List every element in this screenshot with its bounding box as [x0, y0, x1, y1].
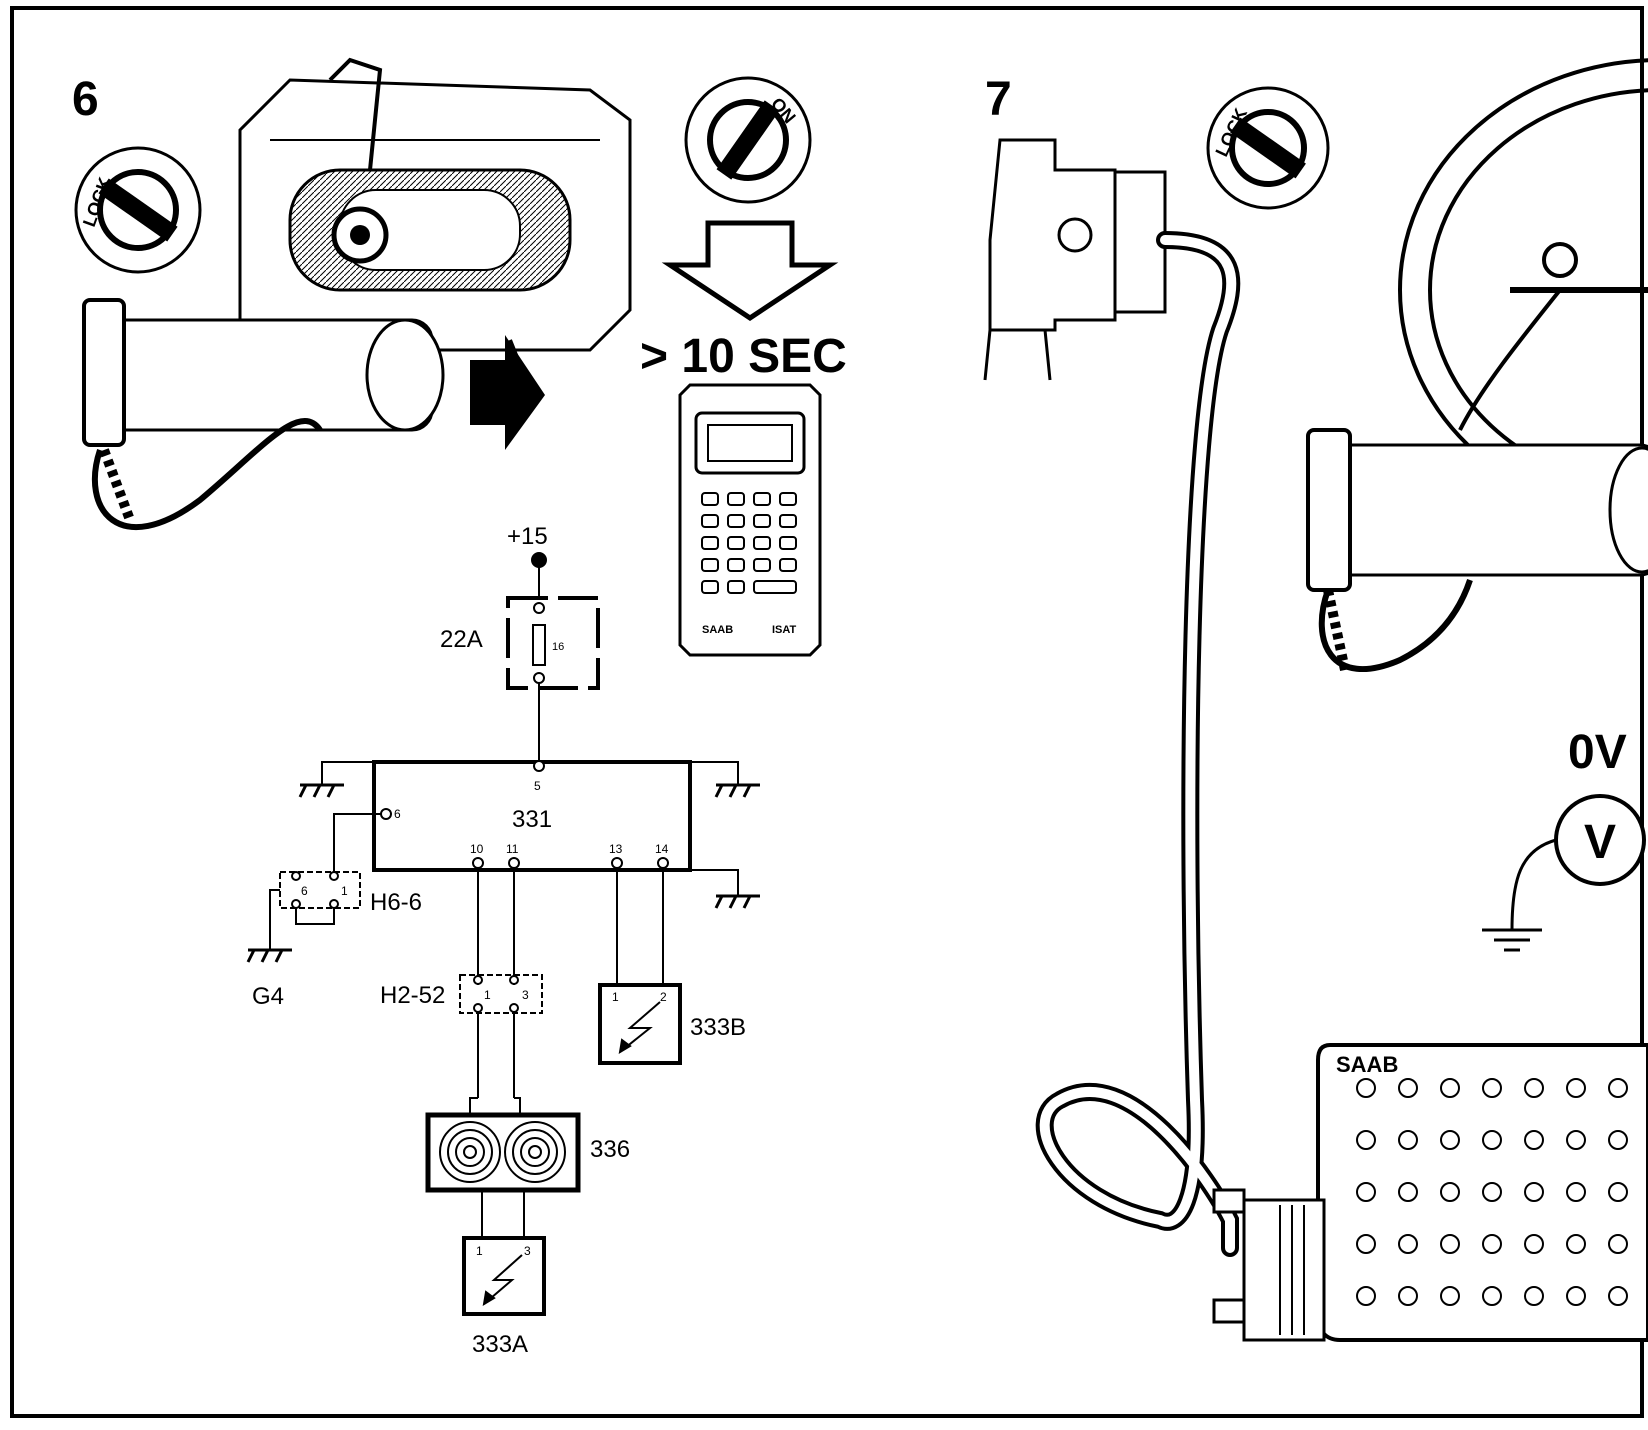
voltage-reading: 0V	[1568, 726, 1627, 779]
ground-icon	[714, 783, 760, 798]
breakout-socket	[1608, 1078, 1628, 1098]
fuse-box	[506, 596, 600, 690]
pretensioner-333a-box	[462, 1236, 546, 1316]
pretensioner-333b-box	[598, 983, 682, 1065]
breakout-socket	[1524, 1130, 1544, 1150]
step-number-6: 6	[72, 73, 99, 126]
ground-g4-icon	[246, 948, 292, 963]
tester-tube-icon	[82, 298, 445, 531]
connector-h6-6-box	[279, 871, 361, 909]
svg-text:V: V	[1584, 816, 1616, 869]
breakout-socket	[1482, 1130, 1502, 1150]
breakout-socket	[1440, 1286, 1460, 1306]
pin-label: 1	[484, 988, 491, 1002]
breakout-socket	[1524, 1234, 1544, 1254]
breakout-socket	[1440, 1182, 1460, 1202]
insert-arrow-icon	[470, 335, 545, 450]
breakout-box: SAAB	[1212, 1043, 1648, 1342]
airbag-module-icon	[238, 57, 632, 401]
connector-h6-6-label: H6-6	[370, 889, 422, 916]
pin-label: 3	[522, 988, 529, 1002]
pretensioner-333a-label: 333A	[472, 1331, 528, 1358]
connector-plug-icon	[983, 138, 1167, 381]
pretensioner-333b-label: 333B	[690, 1014, 746, 1041]
pin-label: 10	[470, 842, 484, 856]
breakout-socket	[1398, 1234, 1418, 1254]
breakout-socket	[1356, 1234, 1376, 1254]
wiring-schematic	[269, 552, 739, 1316]
contact-reel-336-label: 336	[590, 1136, 630, 1163]
breakout-socket	[1482, 1182, 1502, 1202]
control-unit-label: 331	[512, 806, 552, 833]
breakout-socket	[1356, 1130, 1376, 1150]
supply-label: +15	[507, 523, 548, 550]
breakout-socket	[1440, 1234, 1460, 1254]
breakout-socket	[1608, 1130, 1628, 1150]
fuse-number: 16	[552, 641, 564, 653]
fuse-label: 22A	[440, 626, 483, 653]
breakout-socket	[1440, 1078, 1460, 1098]
tester-brand-label: SAAB	[702, 624, 733, 636]
pin-label: 1	[476, 1244, 483, 1258]
step-number-7: 7	[985, 73, 1012, 126]
ignition-on-icon: ON	[684, 76, 812, 204]
pin-label: 3	[524, 1244, 531, 1258]
breakout-socket	[1608, 1182, 1628, 1202]
breakout-socket	[1440, 1130, 1460, 1150]
breakout-socket	[1608, 1234, 1628, 1254]
steering-wheel-icon	[1398, 58, 1648, 522]
diagnostic-tester-icon: SAAB ISAT	[678, 383, 822, 657]
breakout-box-brand: SAAB	[1336, 1052, 1398, 1077]
ground-icon	[714, 894, 760, 909]
page-border	[10, 6, 1644, 1418]
breakout-socket	[1482, 1286, 1502, 1306]
tester-tube-icon	[1306, 428, 1648, 673]
ignition-lock-icon: LOCK	[74, 146, 202, 274]
pin-label: 14	[655, 842, 669, 856]
connector-h2-52-label: H2-52	[380, 982, 445, 1009]
breakout-socket	[1566, 1286, 1586, 1306]
supply-terminal-icon	[531, 552, 547, 568]
ground-g4-label: G4	[252, 983, 284, 1010]
breakout-socket	[1398, 1286, 1418, 1306]
breakout-socket	[1398, 1130, 1418, 1150]
socket-grid	[1356, 1078, 1628, 1306]
breakout-socket	[1566, 1234, 1586, 1254]
breakout-socket	[1524, 1182, 1544, 1202]
ground-icon	[1482, 928, 1542, 952]
breakout-socket	[1482, 1234, 1502, 1254]
pin-label: 2	[660, 990, 667, 1004]
breakout-socket	[1566, 1078, 1586, 1098]
breakout-socket	[1356, 1286, 1376, 1306]
tester-model-label: ISAT	[772, 624, 797, 636]
breakout-socket	[1482, 1078, 1502, 1098]
ground-icon	[298, 783, 344, 798]
pin-label: 11	[506, 842, 519, 856]
breakout-socket	[1524, 1286, 1544, 1306]
breakout-socket	[1608, 1286, 1628, 1306]
breakout-socket	[1524, 1078, 1544, 1098]
contact-reel-336-box	[425, 1112, 581, 1193]
breakout-socket	[1398, 1182, 1418, 1202]
wait-arrow-icon	[661, 220, 839, 321]
connector-h2-52-box	[459, 974, 543, 1014]
pin-label: 1	[341, 884, 348, 898]
breakout-socket	[1566, 1130, 1586, 1150]
pin-label: 5	[534, 779, 541, 793]
pin-label: 6	[301, 884, 308, 898]
breakout-socket	[1356, 1182, 1376, 1202]
breakout-socket	[1566, 1182, 1586, 1202]
breakout-socket	[1398, 1078, 1418, 1098]
ignition-lock-icon: LOCK	[1206, 86, 1330, 210]
timer-label: > 10 SEC	[640, 330, 847, 383]
pin-label: 6	[394, 807, 401, 821]
breakout-socket	[1356, 1078, 1376, 1098]
voltmeter-icon: V	[1510, 794, 1646, 931]
pin-label: 13	[609, 842, 623, 856]
pin-label: 1	[612, 990, 619, 1004]
control-unit-box	[372, 760, 692, 872]
